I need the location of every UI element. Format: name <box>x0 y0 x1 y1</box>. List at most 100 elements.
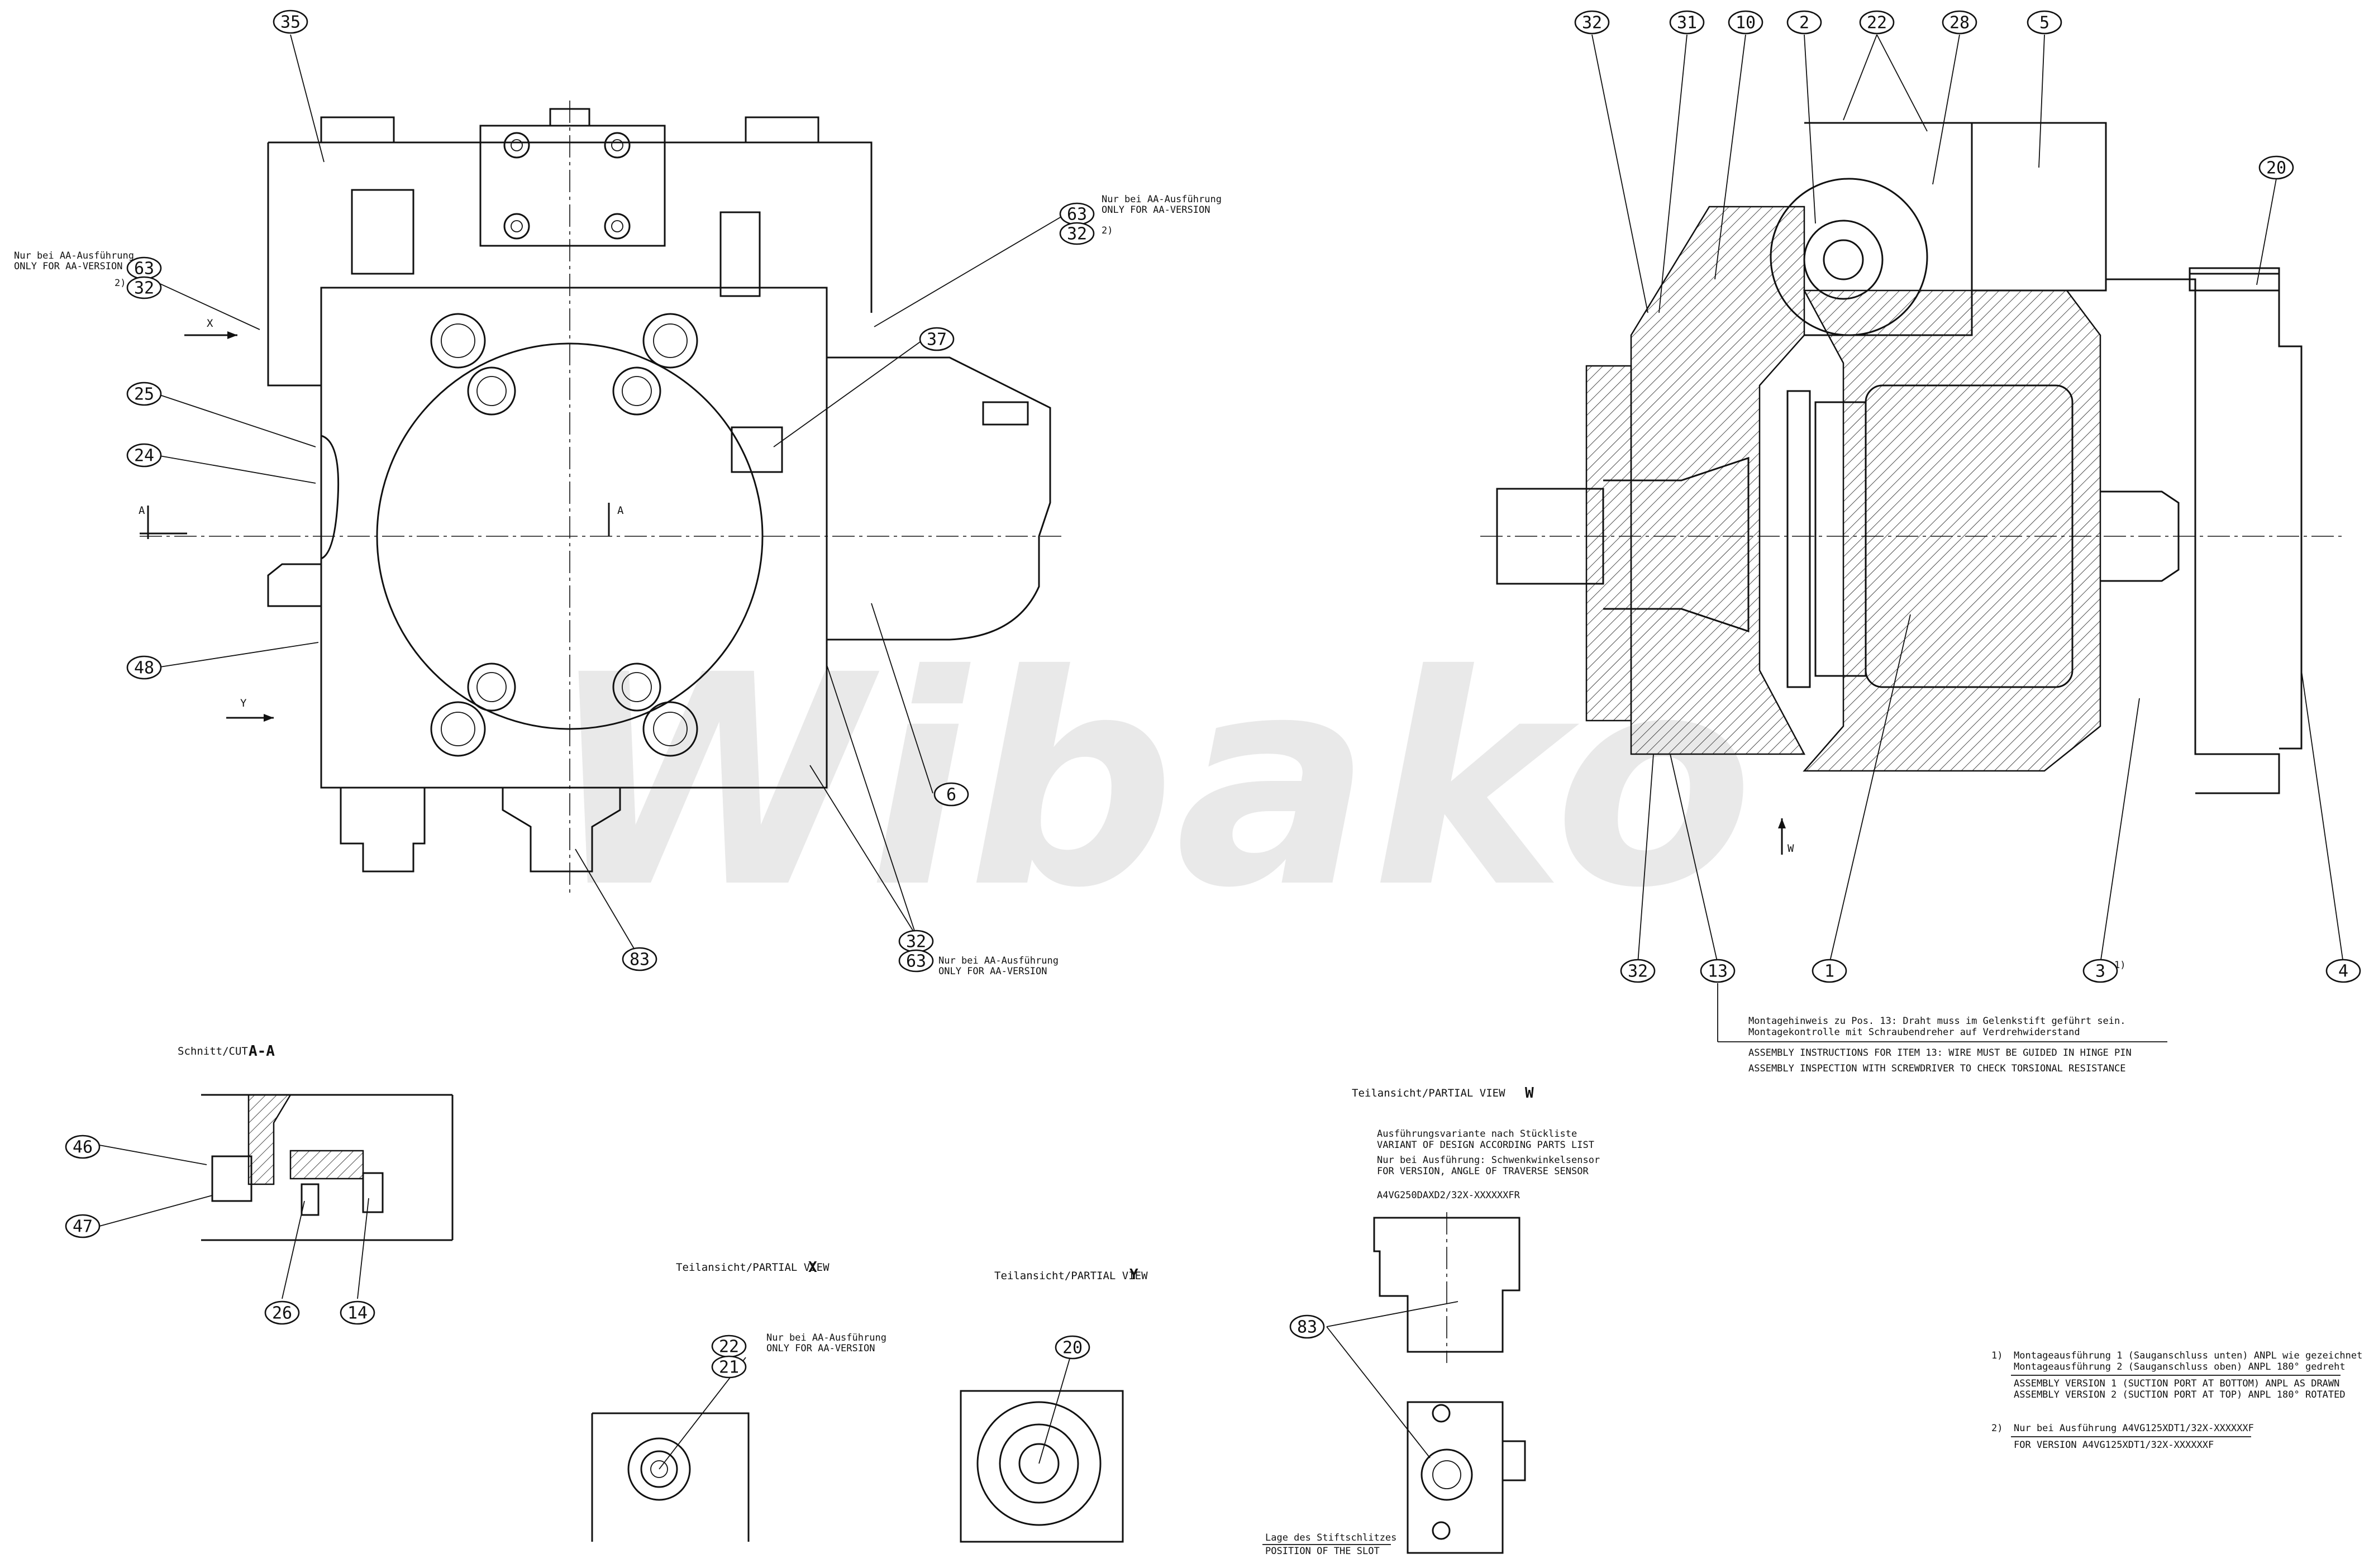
svg-text:63: 63 <box>1067 205 1087 225</box>
balloon-5: 5 <box>2027 10 2062 35</box>
balloon-14: 14 <box>340 1300 375 1325</box>
balloon-32: 32 <box>1059 222 1095 245</box>
balloon-48: 48 <box>126 655 162 680</box>
svg-text:4: 4 <box>2338 962 2348 981</box>
balloon-28: 28 <box>1942 10 1977 35</box>
svg-text:25: 25 <box>134 385 154 404</box>
footnote-1-en-2: ASSEMBLY VERSION 2 (SUCTION PORT AT TOP)… <box>2014 1389 2346 1400</box>
svg-text:48: 48 <box>134 659 154 678</box>
balloon-13: 13 <box>1700 959 1736 983</box>
svg-text:35: 35 <box>280 13 301 32</box>
leader-lines <box>99 34 2344 1470</box>
partial-x-label: Teilansicht/PARTIAL VIEW <box>676 1261 830 1274</box>
partial-view-y: Teilansicht/PARTIAL VIEW Y <box>960 1266 1148 1543</box>
balloon-32: 32 <box>1574 10 1610 35</box>
svg-text:37: 37 <box>927 330 947 350</box>
note-aa-de-2: Nur bei AA-Ausführung <box>1102 194 1222 205</box>
balloon-1: 1 <box>1812 959 1847 983</box>
partial-w-letter: W <box>1525 1085 1534 1102</box>
svg-text:14: 14 <box>347 1304 368 1323</box>
svg-text:83: 83 <box>1297 1318 1317 1337</box>
svg-text:22: 22 <box>1867 13 1887 33</box>
svg-text:24: 24 <box>134 446 154 466</box>
balloon-22: 22 <box>1859 10 1895 35</box>
svg-text:32: 32 <box>1628 962 1648 981</box>
svg-text:31: 31 <box>1677 13 1697 33</box>
montage-de-1: Montagehinweis zu Pos. 13: Draht muss im… <box>1748 1016 2126 1027</box>
note-aa-en-2: ONLY FOR AA-VERSION <box>1102 204 1210 216</box>
note-aa-de-4: Nur bei AA-Ausführung <box>766 1332 886 1343</box>
note-aa-de-3: Nur bei AA-Ausführung <box>938 955 1059 966</box>
balloon-47: 47 <box>65 1214 101 1238</box>
svg-text:32: 32 <box>134 279 154 298</box>
svg-text:32: 32 <box>1582 13 1602 33</box>
footnote-2-en: FOR VERSION A4VG125XDT1/32X-XXXXXXF <box>2014 1440 2214 1451</box>
balloon-22: 22 <box>711 1335 747 1358</box>
svg-text:5: 5 <box>2039 13 2049 33</box>
watermark-text: Wibako <box>547 613 1753 951</box>
balloon-32: 32 <box>1620 959 1656 983</box>
footnote-2-label: 2) <box>1991 1423 2003 1434</box>
footnote-1-label: 1) <box>1991 1350 2003 1361</box>
variant-text-4: FOR VERSION, ANGLE OF TRAVERSE SENSOR <box>1377 1166 1589 1177</box>
svg-text:6: 6 <box>946 785 956 805</box>
partial-y-letter: Y <box>1129 1266 1138 1283</box>
svg-text:63: 63 <box>134 259 154 279</box>
svg-text:2: 2 <box>1799 13 1809 33</box>
partial-view-w: Teilansicht/PARTIAL VIEW W Ausführungsva… <box>1262 1085 1600 1557</box>
partial-y-label: Teilansicht/PARTIAL VIEW <box>994 1270 1148 1282</box>
balloon-6: 6 <box>933 782 969 807</box>
note-aa-en-1: ONLY FOR AA-VERSION <box>14 261 122 272</box>
slot-position-de: Lage des Stiftschlitzes <box>1265 1532 1396 1543</box>
footnote-1-de-2: Montageausführung 2 (Sauganschluss oben)… <box>2014 1361 2346 1372</box>
svg-text:3: 3 <box>2095 962 2105 981</box>
section-view: W <box>1480 122 2346 855</box>
footnote-1-de-1: Montageausführung 1 (Sauganschluss unten… <box>2014 1350 2362 1361</box>
balloon-4: 4 <box>2325 959 2361 983</box>
balloon-83: 83 <box>622 947 657 971</box>
balloon-25: 25 <box>126 382 162 406</box>
balloon-63: 63 <box>898 949 934 973</box>
svg-text:32: 32 <box>906 932 926 952</box>
partial-view-x: Teilansicht/PARTIAL VIEW X <box>591 1259 830 1542</box>
svg-text:22: 22 <box>719 1337 739 1357</box>
balloon-2: 2 <box>1786 10 1822 35</box>
view-arrow-w: W <box>1788 842 1794 855</box>
balloon-63: 63 <box>1059 202 1095 226</box>
variant-text-2: VARIANT OF DESIGN ACCORDING PARTS LIST <box>1377 1140 1594 1151</box>
svg-text:20: 20 <box>1062 1338 1083 1358</box>
section-arrow-a-right: A <box>617 504 624 517</box>
front-view: A A X Y <box>139 101 1061 894</box>
cut-label: Schnitt/CUT <box>178 1045 248 1057</box>
balloon-31: 31 <box>1669 10 1705 35</box>
balloon-32: 32 <box>126 276 162 299</box>
cut-a-a-view: Schnitt/CUT A-A <box>178 1043 454 1241</box>
svg-text:28: 28 <box>1949 13 1970 33</box>
balloon-37: 37 <box>919 327 955 351</box>
balloon-63: 63 <box>126 256 162 280</box>
variant-text-1: Ausführungsvariante nach Stückliste <box>1377 1128 1577 1140</box>
balloon-20: 20 <box>1055 1335 1090 1360</box>
balloon-26: 26 <box>264 1300 300 1325</box>
section-arrow-a-left: A <box>139 504 145 517</box>
variant-code: A4VG250DAXD2/32X-XXXXXXFR <box>1377 1190 1520 1201</box>
balloon-24: 24 <box>126 443 162 468</box>
note-ref2-1: 2) <box>115 278 126 289</box>
cut-letter: A-A <box>249 1043 275 1060</box>
view-arrow-x: X <box>207 317 213 330</box>
montage-en-1: ASSEMBLY INSTRUCTIONS FOR ITEM 13: WIRE … <box>1748 1047 2132 1059</box>
partial-w-label: Teilansicht/PARTIAL VIEW <box>1352 1087 1505 1099</box>
montage-en-2: ASSEMBLY INSPECTION WITH SCREWDRIVER TO … <box>1748 1063 2126 1074</box>
svg-text:32: 32 <box>1067 225 1087 244</box>
balloon-20: 20 <box>2258 155 2294 180</box>
partial-x-letter: X <box>808 1259 817 1276</box>
svg-text:13: 13 <box>1708 962 1728 981</box>
balloon-83: 83 <box>1289 1314 1325 1339</box>
svg-text:20: 20 <box>2266 159 2286 178</box>
montage-de-2: Montagekontrolle mit Schraubendreher auf… <box>1748 1027 2080 1038</box>
svg-text:21: 21 <box>719 1358 739 1378</box>
footnote-2-de: Nur bei Ausführung A4VG125XDT1/32X-XXXXX… <box>2014 1423 2254 1434</box>
variant-text-3: Nur bei Ausführung: Schwenkwinkelsensor <box>1377 1155 1600 1166</box>
svg-text:26: 26 <box>272 1304 292 1323</box>
